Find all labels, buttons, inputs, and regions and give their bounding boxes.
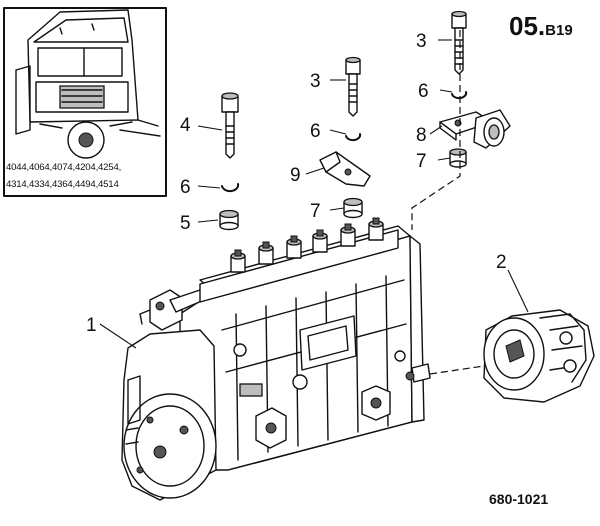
callout-3-middle: 3 (310, 71, 321, 92)
callout-6-left: 6 (180, 177, 191, 198)
circlip-6-upper (451, 91, 468, 100)
callout-4: 4 (180, 115, 191, 136)
model-list-line: 4314,4334,4364,4494,4514 (6, 179, 119, 190)
bracket-assembly (411, 10, 511, 230)
left-parts (219, 92, 240, 231)
page-code-sub: B19 (545, 22, 573, 39)
model-list: 4044,4064,4074,4204,4254, 4314,4334,4364… (6, 159, 166, 193)
spacer-7-middle (343, 197, 363, 219)
callout-5: 5 (180, 213, 191, 234)
truck-cab-icon (15, 9, 161, 159)
delivery-valve-holders (230, 217, 384, 273)
page-code-main: 05. (509, 11, 546, 41)
feed-pump (483, 309, 595, 403)
bracket-8 (439, 109, 511, 149)
document-reference: 680-1021 (489, 491, 549, 507)
inset-frame (3, 7, 167, 197)
callout-2: 2 (496, 252, 507, 273)
model-list-line: 4044,4064,4074,4204,4254, (6, 162, 122, 173)
callout-7-right: 7 (416, 151, 427, 172)
injection-pump (121, 217, 431, 501)
callout-6-upper: 6 (418, 81, 429, 102)
callout-9: 9 (290, 165, 301, 186)
callout-7-middle: 7 (310, 201, 321, 222)
bolt-3-middle (345, 56, 361, 117)
mounting-bosses (255, 385, 391, 449)
feed-pump-alignment-line (429, 365, 485, 375)
callout-3-upper: 3 (416, 31, 427, 52)
middle-parts (319, 56, 371, 219)
spacer-7-right (449, 148, 467, 168)
truck-inset-panel (3, 7, 167, 197)
callout-8: 8 (416, 125, 427, 146)
bolt-4 (221, 92, 239, 159)
page-code: 05.B19 (509, 11, 573, 42)
plate-9 (319, 151, 371, 187)
callout-labels: 1 2 3 3 4 5 6 6 6 7 7 8 9 (86, 31, 507, 336)
callout-1: 1 (86, 315, 97, 336)
spacer-5 (219, 209, 239, 231)
callout-6-middle: 6 (310, 121, 321, 142)
leader-lines (99, 39, 529, 349)
circlip-6-middle (345, 133, 362, 142)
bolt-3-upper (451, 10, 467, 75)
circlip-6-left (221, 183, 240, 193)
